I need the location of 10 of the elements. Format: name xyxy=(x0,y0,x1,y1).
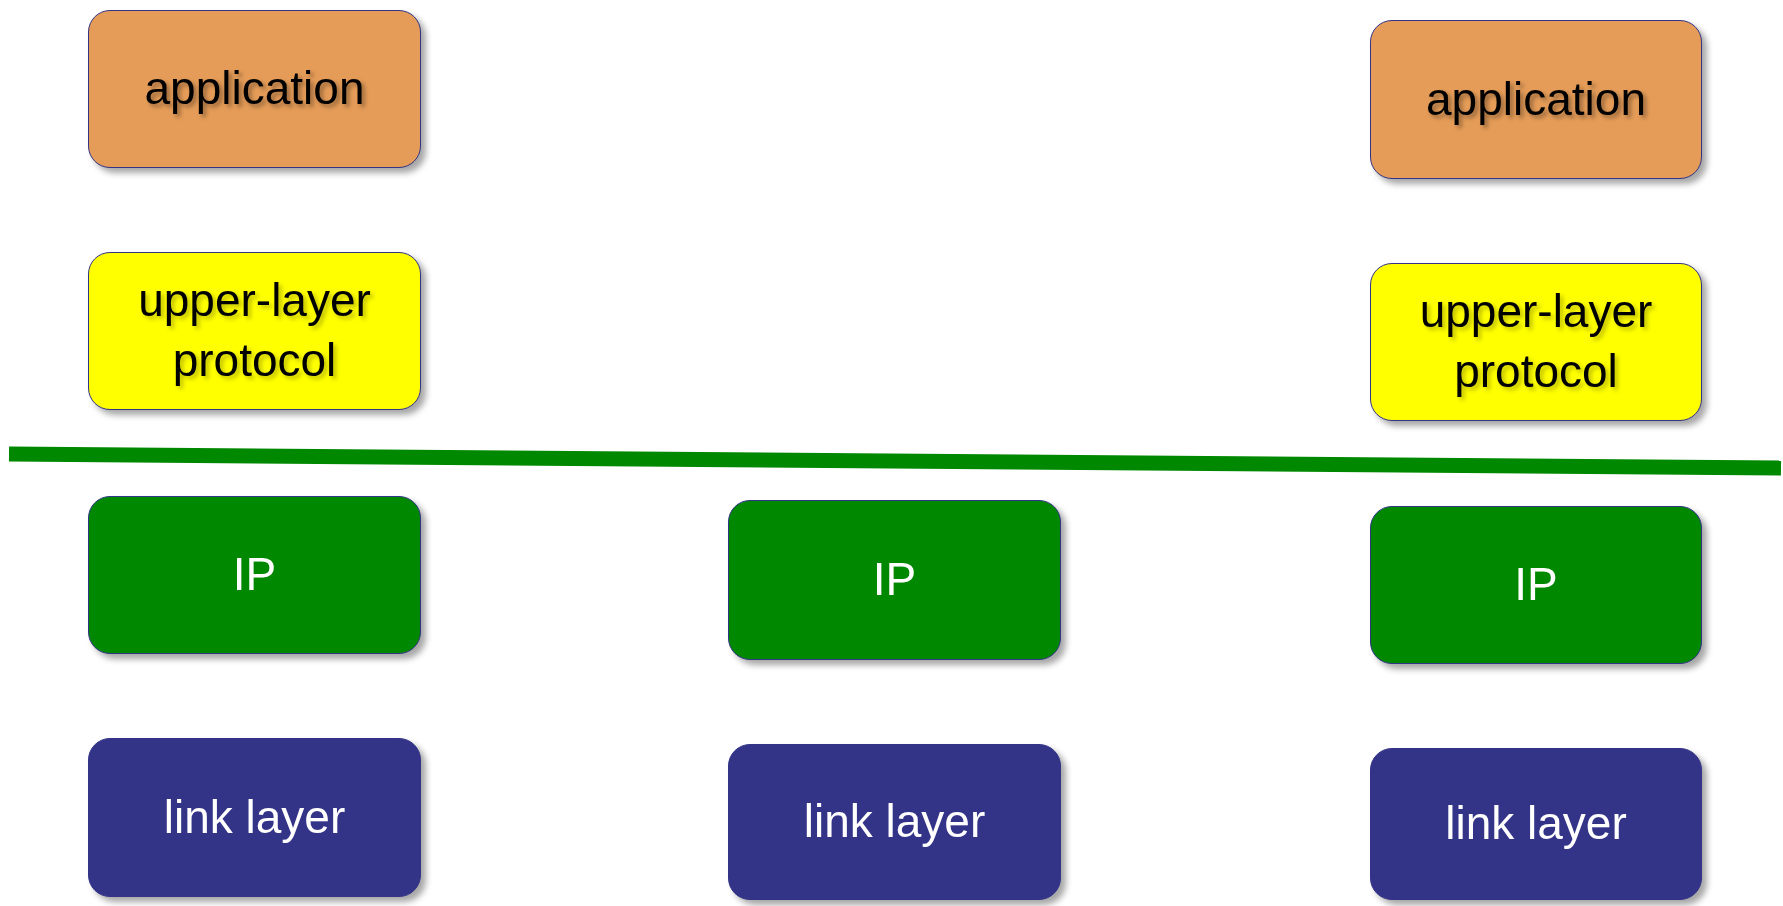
application-box: application xyxy=(1370,20,1702,179)
link-layer-box: link layer xyxy=(728,744,1061,900)
protocol-box: upper-layer protocol xyxy=(88,252,421,410)
protocol-box: upper-layer protocol xyxy=(1370,263,1702,421)
ip-box: IP xyxy=(728,500,1061,660)
link-layer-box: link layer xyxy=(88,738,421,897)
ip-box: IP xyxy=(88,496,421,654)
link-layer-box: link layer xyxy=(1370,748,1702,900)
ip-box: IP xyxy=(1370,506,1702,664)
application-box: application xyxy=(88,10,421,168)
